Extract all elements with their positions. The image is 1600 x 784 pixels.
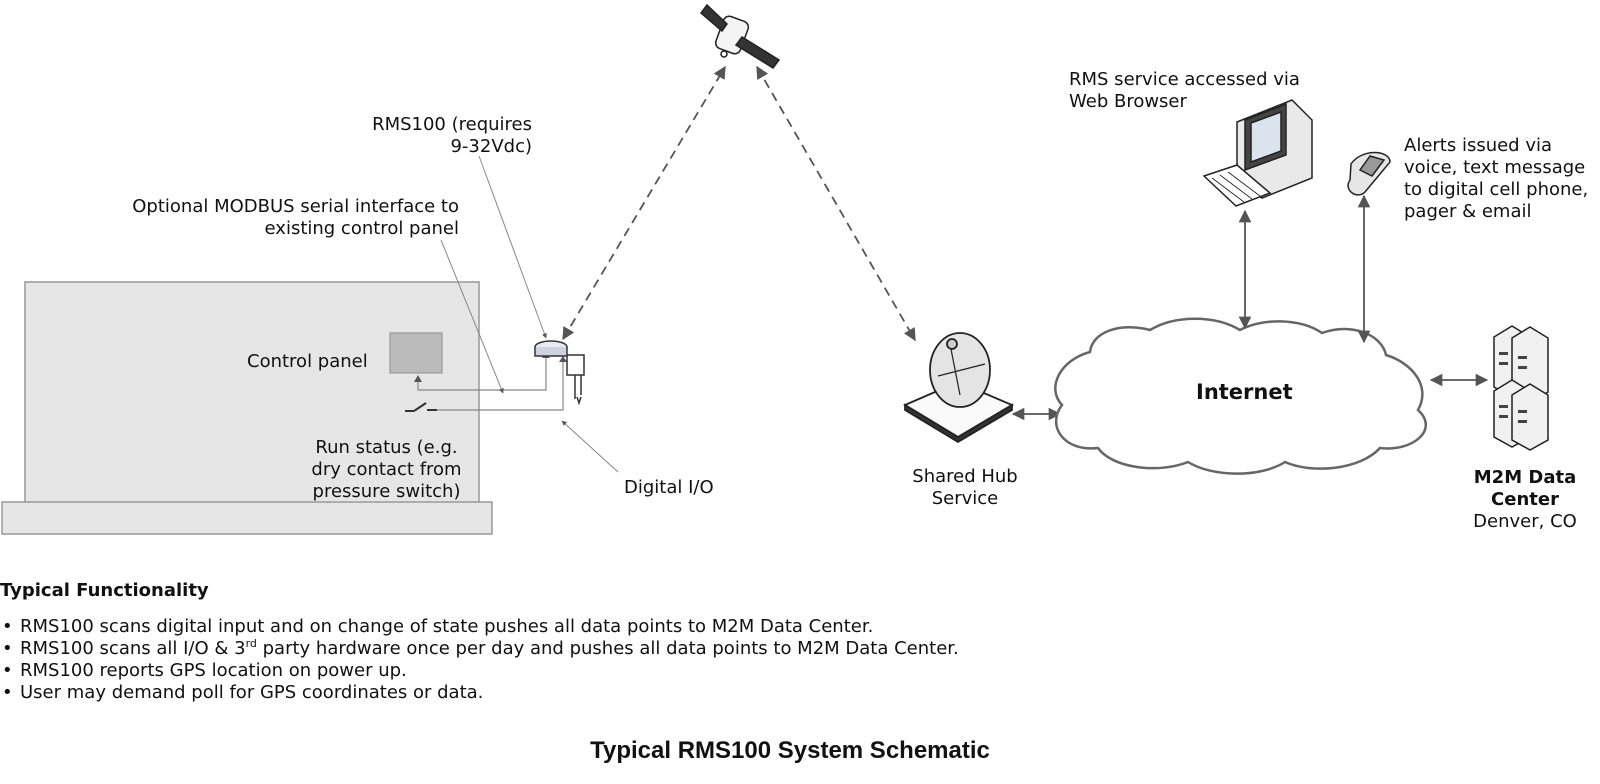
shared-hub-label-line1: Shared Hub (912, 466, 1018, 487)
internet-label: Internet (1196, 380, 1293, 404)
alerts-label-line4: pager & email (1404, 201, 1532, 222)
modbus-label: Optional MODBUS serial interface to exis… (100, 196, 459, 240)
rms100-label-line1: RMS100 (requires (372, 114, 532, 135)
functionality-item-text-pre: RMS100 scans all I/O & 3 (20, 638, 246, 659)
satellite-icon (699, 3, 781, 69)
digital-io-label: Digital I/O (624, 477, 714, 498)
m2m-label-line1: M2M Data (1473, 467, 1577, 488)
satellite-dish-icon (903, 332, 1014, 444)
wiring-arrow-panel (414, 375, 422, 382)
functionality-item-sup: rd (245, 637, 257, 650)
alerts-label-line2: voice, text message (1404, 157, 1586, 178)
leader-lines (440, 155, 619, 473)
functionality-item-text-post: party hardware once per day and pushes a… (256, 638, 959, 659)
control-panel-box (389, 332, 443, 374)
modbus-label-line1: Optional MODBUS serial interface to (132, 196, 459, 217)
m2m-label-line3: Denver, CO (1473, 511, 1577, 532)
wiring (417, 352, 564, 411)
switch-icon (405, 402, 437, 412)
bullet: • (2, 638, 13, 659)
alerts-label-line3: to digital cell phone, (1404, 179, 1589, 200)
equipment-enclosure (24, 281, 480, 505)
diagram-caption: Typical RMS100 System Schematic (590, 737, 990, 764)
functionality-item: • RMS100 reports GPS location on power u… (0, 660, 959, 682)
functionality-item: • RMS100 scans all I/O & 3rd party hardw… (0, 638, 959, 660)
m2m-label-line2: Center (1491, 489, 1559, 510)
rms-service-label-line1: RMS service accessed via (1069, 69, 1300, 90)
satellite-links (562, 65, 916, 342)
wiring-arrow-device (559, 356, 567, 362)
functionality-item: • RMS100 scans digital input and on chan… (0, 616, 959, 638)
run-status-label-line2: dry contact from (311, 459, 462, 480)
functionality-title: Typical Functionality (0, 580, 209, 601)
bullet: • (2, 682, 13, 703)
functionality-item-text: RMS100 reports GPS location on power up. (20, 660, 407, 681)
cloud-icon (1054, 317, 1427, 475)
shared-hub-label-line2: Service (931, 488, 999, 509)
run-status-label-line3: pressure switch) (312, 481, 461, 502)
run-status-label-line1: Run status (e.g. (315, 437, 458, 458)
internet-links (1238, 194, 1489, 387)
shared-hub-label: Shared Hub Service (890, 466, 1040, 510)
functionality-list: • RMS100 scans digital input and on chan… (0, 616, 959, 704)
rms100-device-icon (534, 340, 585, 406)
rms-service-label-line2: Web Browser (1069, 91, 1187, 112)
bullet: • (2, 616, 13, 637)
rms100-label-line2: 9-32Vdc) (450, 136, 532, 157)
equipment-base (1, 501, 493, 535)
server-icon (1493, 325, 1549, 451)
functionality-item-text: RMS100 scans digital input and on change… (20, 616, 874, 637)
m2m-label: M2M Data Center Denver, CO (1455, 467, 1595, 533)
alerts-label: Alerts issued via voice, text message to… (1404, 135, 1588, 223)
alerts-label-line1: Alerts issued via (1404, 135, 1553, 156)
control-panel-label: Control panel (247, 351, 368, 372)
rms100-label: RMS100 (requires 9-32Vdc) (330, 114, 532, 158)
cell-phone-icon (1347, 151, 1391, 196)
rms-service-label: RMS service accessed via Web Browser (1069, 69, 1300, 113)
modbus-label-line2: existing control panel (264, 218, 459, 239)
run-status-label: Run status (e.g. dry contact from pressu… (298, 437, 475, 503)
functionality-item: • User may demand poll for GPS coordinat… (0, 682, 959, 704)
functionality-item-text: User may demand poll for GPS coordinates… (20, 682, 484, 703)
bullet: • (2, 660, 13, 681)
computer-icon (1202, 99, 1313, 207)
